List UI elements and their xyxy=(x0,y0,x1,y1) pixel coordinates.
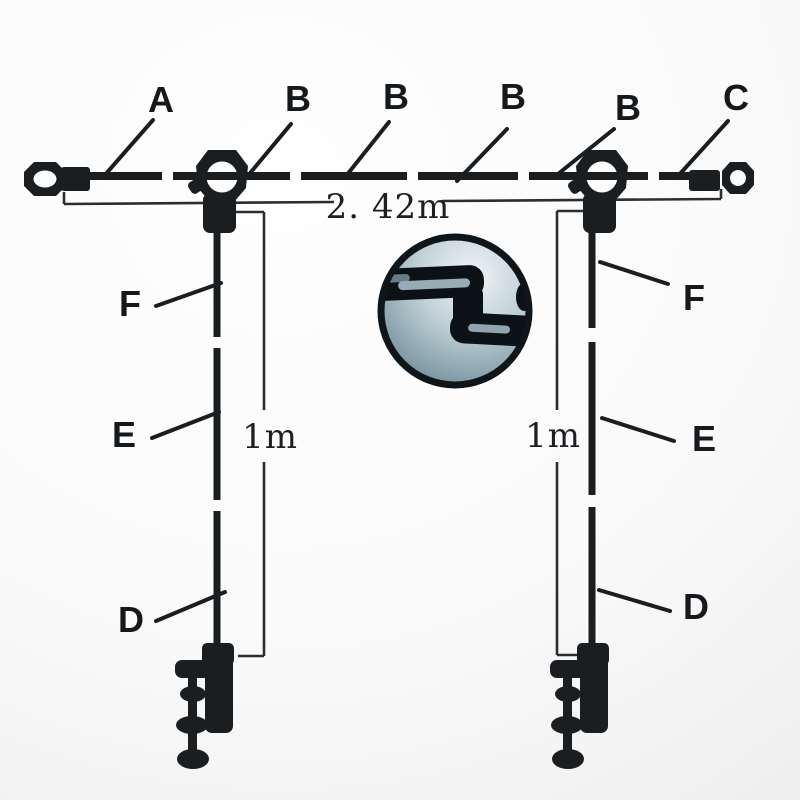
left-end-connector xyxy=(61,167,90,191)
right-table-clamp xyxy=(550,643,609,769)
dimension-lines xyxy=(62,189,723,658)
label-e-right: E xyxy=(692,418,716,459)
left-end-eye xyxy=(24,162,90,196)
dimension-right-pole-height: 1m xyxy=(525,416,581,456)
label-d-right: D xyxy=(683,586,709,627)
leader-d-right xyxy=(597,588,672,613)
label-b4: B xyxy=(615,87,641,128)
dimension-line-right-pole xyxy=(555,209,588,657)
left-pole-ring-clamp xyxy=(188,150,248,233)
leader-lines xyxy=(102,118,730,623)
label-d-left: D xyxy=(118,599,144,640)
label-f-left: F xyxy=(119,283,141,324)
leader-f-right xyxy=(598,260,670,286)
leader-b1 xyxy=(244,122,293,180)
leader-e-left xyxy=(150,410,221,440)
leader-b3 xyxy=(455,127,509,183)
label-b1: B xyxy=(285,78,311,119)
right-end-connector xyxy=(689,170,720,191)
inset-rod-bottom xyxy=(449,312,526,347)
dimension-crossbar-length: 2. 42m xyxy=(326,187,451,227)
dimension-labels: 2. 42m 1m 1m xyxy=(242,187,581,457)
part-labels: A B B B B C F E D F E D xyxy=(112,76,749,640)
right-end-eye xyxy=(689,162,754,194)
label-b2: B xyxy=(383,76,409,117)
label-c: C xyxy=(723,77,749,118)
dimension-left-pole-height: 1m xyxy=(242,417,298,457)
dimension-line-crossbar xyxy=(62,189,723,206)
label-b3: B xyxy=(500,76,526,117)
leader-e-right xyxy=(600,416,676,443)
right-pole-ring-clamp xyxy=(568,150,628,233)
leader-c xyxy=(676,119,730,178)
leader-b4 xyxy=(551,127,616,180)
label-e-left: E xyxy=(112,414,136,455)
leader-d-left xyxy=(154,590,227,623)
inset-photo xyxy=(377,233,533,389)
left-table-clamp xyxy=(175,643,234,769)
label-f-right: F xyxy=(683,277,705,318)
label-a: A xyxy=(148,79,174,120)
leader-f-left xyxy=(154,281,223,308)
leader-b2 xyxy=(344,120,391,178)
dimension-line-left-pole xyxy=(236,210,266,658)
leader-a xyxy=(102,118,155,178)
